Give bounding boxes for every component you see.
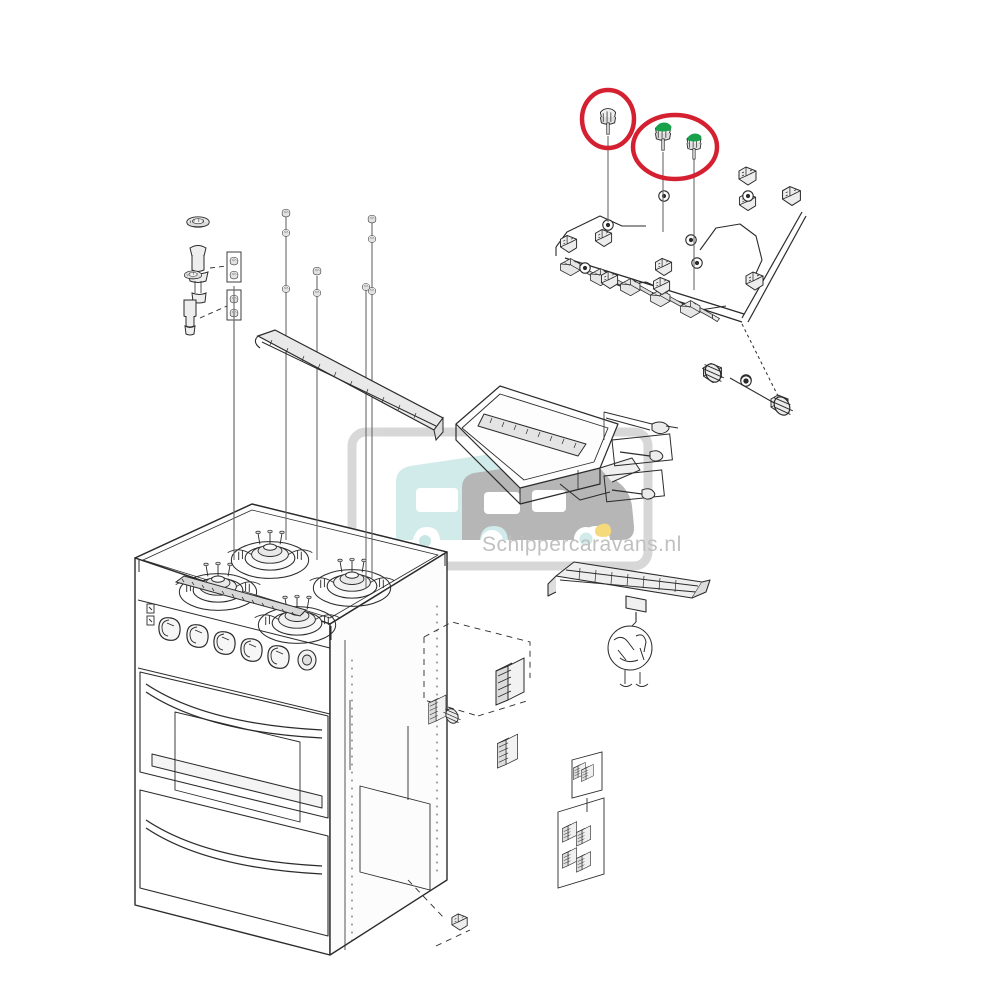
- grill-burner-tray: [455, 385, 641, 505]
- detail-callout-boxes: [199, 251, 242, 321]
- switch-block-large: [495, 657, 525, 706]
- burner-crown-lower: [183, 299, 197, 336]
- highlight-ellipse-injector-pair: [630, 112, 720, 182]
- hob-edge-rail: [254, 329, 444, 442]
- hob-burner-group: [174, 529, 395, 644]
- stem-fittings: [281, 208, 377, 297]
- burner-leader-stems: [233, 216, 373, 588]
- injector-group: [599, 108, 702, 290]
- motorhome-silhouette: [462, 458, 635, 552]
- panel-badge: [146, 603, 155, 626]
- highlight-annotation-group: [579, 87, 720, 182]
- bottom-fitting-group: [407, 879, 471, 947]
- grill-burner-tube: [547, 561, 711, 687]
- burner-cap-group: [183, 216, 210, 336]
- grill-electrode-group: [577, 411, 679, 503]
- electrical-components-group: [423, 621, 605, 889]
- manifold-fitting-group: [559, 166, 801, 414]
- ignition-button: [297, 649, 317, 671]
- switch-block-small: [496, 733, 518, 769]
- cooker-oven-body: [134, 503, 448, 956]
- highlight-ellipse-single-injector: [579, 87, 637, 151]
- injector-green-cap-group: [655, 122, 702, 142]
- control-knob-row: [146, 603, 317, 671]
- watermark-text: Schippercaravans.nl: [482, 533, 682, 556]
- schippercaravans-watermark: Schippercaravans.nl: [347, 427, 682, 571]
- gas-hose-assembly: [701, 360, 794, 419]
